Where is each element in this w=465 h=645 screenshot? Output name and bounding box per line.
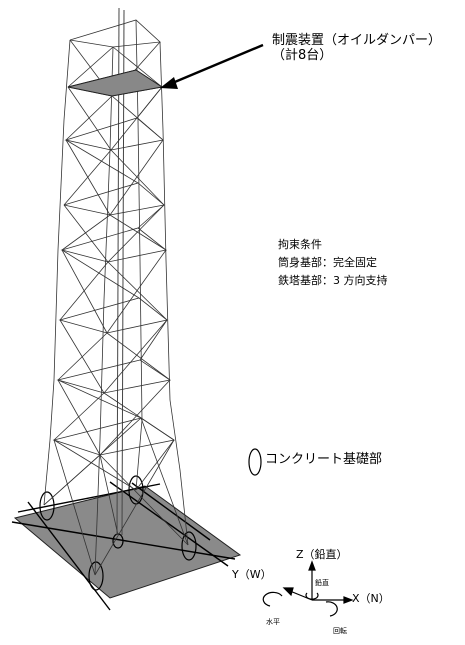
horizontal-dof-label: 水平: [266, 618, 280, 626]
legend-foundation-ellipse: [248, 448, 262, 476]
foundation-ellipse: [128, 475, 144, 505]
legend-foundation-label: コンクリート基礎部: [265, 452, 383, 467]
rotation-arrow-y: [262, 591, 283, 607]
damper-label-line2: （計8台）: [272, 47, 333, 63]
constraint-conditions: 拘束条件 筒身基部：完全固定 鉄塔基部：3 方向支持: [278, 236, 388, 290]
vertical-dof-label: 鉛直: [315, 579, 329, 587]
z-axis-label: Z（鉛直）: [296, 548, 348, 561]
damper-pointer-arrow: [160, 43, 264, 89]
y-axis-label: Y（W）: [232, 568, 272, 581]
damper-label-line1: 制震装置（オイルダンパー）: [272, 33, 442, 48]
x-axis-label: X（N）: [352, 592, 390, 605]
damper-panel: [67, 69, 164, 97]
base-plate: [13, 485, 242, 599]
rotation-arrow-x: [325, 601, 338, 617]
damper-label: 制震装置（オイルダンパー） （計8台）: [272, 33, 442, 64]
coordinate-axes: [262, 560, 354, 617]
tower-frame: [43, 19, 189, 576]
foundation-ellipse: [39, 491, 55, 521]
rotation-dof-label: 回転: [333, 627, 347, 635]
rotation-arrow-z: [305, 592, 319, 600]
foundation-ellipse: [88, 561, 104, 591]
constraint-tower-base: 鉄塔基部：3 方向支持: [278, 274, 388, 287]
constraint-title: 拘束条件: [278, 238, 322, 251]
constraint-stack-base: 筒身基部：完全固定: [278, 256, 377, 269]
foundation-ellipse: [181, 531, 197, 561]
